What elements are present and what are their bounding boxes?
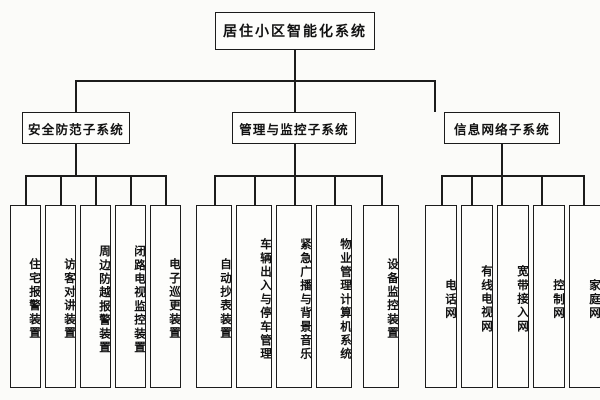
connector-drop-leaf-2-2 <box>254 175 256 205</box>
leaf-node-telephone-network: 电话网 <box>425 205 457 388</box>
leaf-node-emergency-broadcast-background-music: 紧急广播与背景音乐 <box>276 205 312 388</box>
leaf-node-perimeter-intrusion-alarm-device: 周边防越报警装置 <box>80 205 111 388</box>
branch-node-management-subsystem: 管理与监控子系统 <box>232 112 356 144</box>
leaf-node-cable-tv-network: 有线电视网 <box>461 205 493 388</box>
leaf-node-cctv-monitoring-device: 闭路电视监控装置 <box>115 205 146 388</box>
connector-drop-leaf-1-1 <box>25 175 27 205</box>
connector-main-bus <box>75 80 435 82</box>
connector-drop-leaf-2-1 <box>214 175 216 205</box>
connector-drop-leaf-1-2 <box>60 175 62 205</box>
connector-management-stem <box>294 144 296 175</box>
root-node-intelligent-system: 居住小区智能化系统 <box>215 12 375 50</box>
connector-drop-leaf-2-3 <box>294 175 296 205</box>
connector-management-bus <box>214 175 381 177</box>
leaf-node-property-management-computer-system: 物业管理计算机系统 <box>316 205 352 388</box>
connector-drop-branch-1 <box>75 80 77 112</box>
connector-drop-leaf-3-5 <box>583 175 585 205</box>
branch-node-information-network-subsystem: 信息网络子系统 <box>444 112 560 144</box>
connector-drop-leaf-3-3 <box>501 175 503 205</box>
leaf-node-vehicle-access-parking-management: 车辆出入与停车管理 <box>236 205 272 388</box>
connector-network-stem <box>501 144 503 175</box>
connector-drop-leaf-1-5 <box>165 175 167 205</box>
leaf-node-automatic-meter-reading-device: 自动抄表装置 <box>196 205 232 388</box>
connector-security-stem <box>75 144 77 175</box>
leaf-node-home-alarm-device: 住宅报警装置 <box>10 205 41 388</box>
connector-drop-branch-2 <box>294 80 296 112</box>
connector-drop-leaf-2-5 <box>381 175 383 205</box>
connector-drop-leaf-3-1 <box>441 175 443 205</box>
connector-drop-leaf-3-4 <box>541 175 543 205</box>
leaf-node-visitor-intercom-device: 访客对讲装置 <box>45 205 76 388</box>
connector-drop-leaf-3-2 <box>471 175 473 205</box>
leaf-node-broadband-access-network: 宽带接入网 <box>497 205 529 388</box>
branch-node-security-subsystem: 安全防范子系统 <box>22 112 130 144</box>
leaf-node-home-network: 家庭网 <box>569 205 600 388</box>
connector-drop-branch-3 <box>434 80 436 112</box>
connector-drop-leaf-2-4 <box>334 175 336 205</box>
connector-drop-leaf-1-4 <box>130 175 132 205</box>
leaf-node-control-network: 控制网 <box>533 205 565 388</box>
connector-root-stem <box>294 50 296 80</box>
connector-network-bus <box>441 175 583 177</box>
connector-drop-leaf-1-3 <box>95 175 97 205</box>
leaf-node-equipment-monitoring-device: 设备监控装置 <box>363 205 399 388</box>
leaf-node-electronic-patrol-device: 电子巡更装置 <box>150 205 181 388</box>
